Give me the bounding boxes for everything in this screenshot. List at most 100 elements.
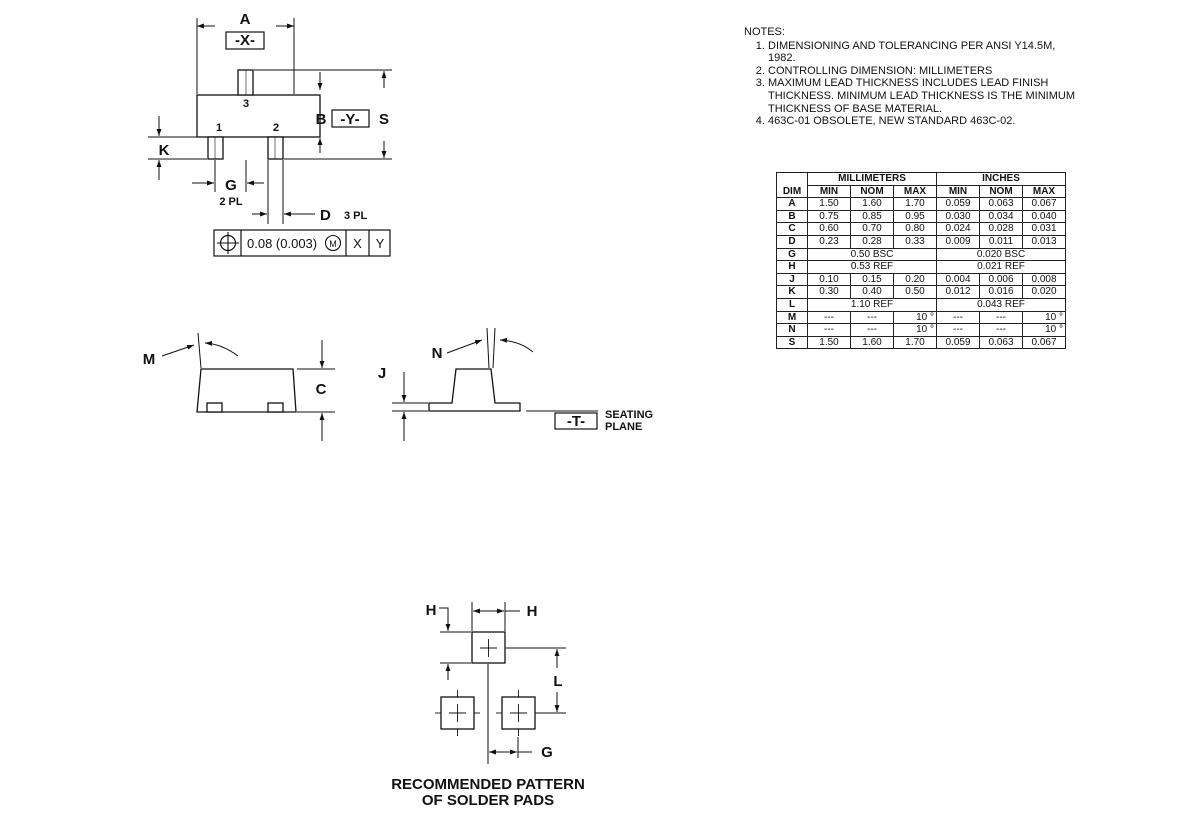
datum-x-label: -X- [235,32,255,49]
dim-k-label: K [159,142,170,159]
table-cell: S [776,335,808,350]
table-cell: 0.034 [979,209,1023,224]
table-cell: L [776,297,808,312]
table-cell: --- [979,310,1023,325]
dim-column-header: DIM [776,171,808,199]
table-cell: 0.004 [936,272,980,287]
table-cell: 0.021 REF [936,260,1066,274]
solder-caption-line2: OF SOLDER PADS [422,792,554,809]
dim-a-label: A [240,11,251,28]
table-cell: 0.012 [936,285,980,299]
notes-title: NOTES: [744,26,785,38]
table-cell: 0.006 [979,272,1023,287]
side-lead-left [206,402,223,413]
table-cell: 0.011 [979,234,1023,249]
table-cell: 0.20 [893,272,937,287]
table-cell: 0.15 [850,272,894,287]
position-tolerance-icon [217,232,239,254]
table-cell: H [776,260,808,274]
table-cell: --- [979,323,1023,337]
table-cell: C [776,222,808,236]
table-cell: --- [936,310,980,325]
dim-g-label: G [225,177,237,194]
millimeters-header: MILLIMETERS [807,172,937,186]
table-cell: 10 ° [893,323,937,337]
table-cell: 0.024 [936,222,980,236]
datum-y-label: -Y- [340,111,359,128]
table-cell: 0.28 [850,234,894,249]
mmc-modifier-icon [324,234,342,252]
fcf-datum-x: X [353,236,362,251]
table-cell: 0.10 [807,272,851,287]
note-item: MAXIMUM LEAD THICKNESS INCLUDES LEAD FIN… [768,77,1084,115]
package-body-end [428,368,521,412]
dim-d-label: D [320,207,331,224]
table-cell: 0.016 [979,285,1023,299]
dim-m-label: M [143,351,156,368]
table-cell: --- [807,323,851,337]
d-count-label: 3 PL [344,210,368,222]
table-row: N------10 °------10 ° [776,323,1066,337]
solder-dim-g: G [541,744,553,761]
sub-header-cell: NOM [979,184,1023,199]
table-row: M------10 °------10 ° [776,310,1066,325]
solder-dim-l: L [553,673,562,690]
dim-s-label: S [379,111,389,128]
table-cell: 0.33 [893,234,937,249]
seating-plane-line2: PLANE [605,421,642,433]
table-cell: 0.067 [1022,335,1066,350]
dim-n-label: N [432,345,443,362]
table-cell: 0.30 [807,285,851,299]
table-cell: B [776,209,808,224]
note-item: CONTROLLING DIMENSION: MILLIMETERS [768,65,1084,78]
table-cell: 0.063 [979,197,1023,211]
table-cell: 0.020 [1022,285,1066,299]
table-cell: J [776,272,808,287]
table-cell: 0.059 [936,335,980,350]
sub-header-cell: MAX [1022,184,1066,199]
fcf-modifier: M [329,239,337,249]
side-view [161,332,335,441]
dim-c-label: C [316,381,327,398]
package-body-top [196,94,321,138]
table-cell: --- [850,310,894,325]
table-sub-header: MIN NOM MAX MIN NOM MAX [777,184,1066,199]
table-cell: 0.063 [979,335,1023,350]
table-cell: --- [936,323,980,337]
sub-header-cell: NOM [850,184,894,199]
table-cell: 0.85 [850,209,894,224]
notes-block: NOTES: DIMENSIONING AND TOLERANCING PER … [744,26,1084,128]
table-cell: 0.50 BSC [807,247,937,262]
g-count-label: 2 PL [219,196,243,208]
solder-dim-h-right: H [527,603,538,620]
table-cell: 0.059 [936,197,980,211]
feature-control-frame [213,229,391,257]
table-cell: 0.031 [1022,222,1066,236]
table-cell: 1.50 [807,197,851,211]
table-cell: 0.043 REF [936,297,1066,312]
table-cell: 0.067 [1022,197,1066,211]
table-cell: 0.009 [936,234,980,249]
table-cell: 0.95 [893,209,937,224]
seating-plane-line1: SEATING [605,409,653,421]
top-view-labels: A -X- 3 1 2 B -Y- S K G 2 PL D 3 PL 0.08… [159,11,389,251]
table-cell: 0.013 [1022,234,1066,249]
note-item: 463C-01 OBSOLETE, NEW STANDARD 463C-02. [768,115,1084,128]
side-view-labels: M C [143,351,327,398]
end-view-labels: N J -T- SEATING PLANE [378,345,653,433]
pin-3-label: 3 [243,98,249,110]
sub-header-cell: MIN [807,184,851,199]
table-cell: 1.70 [893,197,937,211]
table-group-header: DIM MILLIMETERS INCHES [776,171,1066,199]
